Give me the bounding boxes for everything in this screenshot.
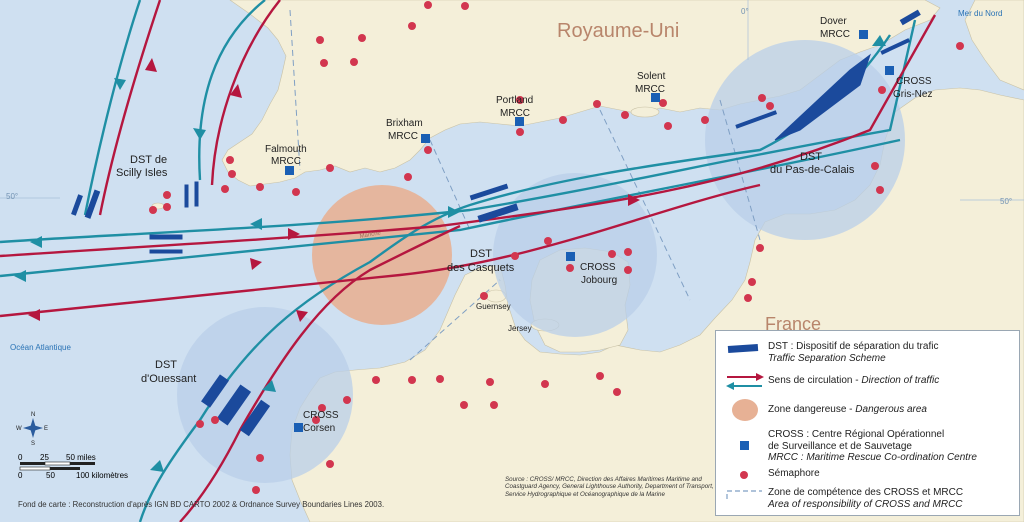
sea-north: Mer du Nord — [958, 9, 1002, 18]
legend-semaphore-dot-icon — [740, 471, 748, 479]
arrowheads-teal — [14, 35, 886, 472]
legend-semaphore: Sémaphore — [724, 468, 820, 486]
cross-mrcc-markers — [285, 30, 894, 432]
parallel-50-left: 50° — [6, 192, 18, 201]
arrowheads-red — [28, 58, 640, 322]
source-note: Source : CROSS/ MRCC, Direction des Affa… — [505, 476, 714, 498]
uk-land — [221, 0, 941, 187]
label-guernsey: Guernsey — [476, 302, 511, 311]
svg-text:100 kilomètres: 100 kilomètres — [76, 471, 128, 480]
legend-danger-circle-icon — [732, 399, 758, 421]
dst-scilly-label: DST de Scilly Isles — [116, 154, 170, 179]
dst-pdc-label: DST du Pas-de-Calais — [770, 151, 855, 176]
legend-zone-dashed-icon — [726, 490, 762, 499]
svg-text:0: 0 — [18, 453, 23, 462]
wight-island — [630, 106, 660, 118]
compass: N S E W — [16, 412, 48, 447]
parallel-50-right: 50° — [1000, 197, 1012, 206]
legend-mrcc-square-icon — [740, 441, 749, 450]
traffic-lanes-red — [0, 0, 937, 523]
graticule — [0, 0, 1024, 201]
svg-text:50 miles: 50 miles — [66, 453, 96, 462]
svg-text:25: 25 — [40, 453, 49, 462]
legend-danger: Zone dangereuse - Dangerous area — [724, 399, 927, 423]
svg-text:N: N — [31, 412, 35, 418]
basemap-credit: Fond de carte : Reconstruction d'après I… — [18, 500, 385, 509]
danger-zone-label: Manche — [359, 230, 382, 240]
svg-text:0: 0 — [18, 471, 23, 480]
zone-ouessant — [177, 307, 353, 483]
semaphores — [149, 1, 964, 494]
traffic-lanes-teal — [0, 0, 917, 523]
label-jersey: Jersey — [508, 324, 532, 333]
legend-direction-arrows-icon — [726, 373, 764, 390]
svg-text:S: S — [31, 441, 35, 447]
svg-text:50: 50 — [46, 471, 55, 480]
legend-dst: DST : Dispositif de séparation du trafic… — [724, 341, 938, 364]
country-uk: Royaume-Uni — [557, 20, 679, 42]
sea-atlantic: Océan Atlantique — [10, 343, 71, 352]
danger-zone — [312, 185, 452, 325]
svg-text:W: W — [16, 426, 22, 432]
legend: DST : Dispositif de séparation du trafic… — [715, 330, 1020, 516]
scale-bar: 0 25 50 miles 0 50 100 kilomètres — [18, 453, 128, 480]
meridian-zero: 0° — [741, 7, 749, 16]
ne-land — [964, 0, 1024, 91]
dst-bars — [71, 9, 921, 437]
dst-casquets-label: DST des Casquets — [447, 248, 515, 274]
legend-direction: Sens de circulation - Direction of traff… — [724, 373, 939, 391]
country-france: France — [765, 314, 821, 334]
svg-text:E: E — [44, 426, 48, 432]
zone-gris-nez — [705, 40, 905, 240]
dst-ouessant-label: DST d'Ouessant — [141, 359, 196, 385]
legend-dst-bar-icon — [727, 343, 759, 354]
